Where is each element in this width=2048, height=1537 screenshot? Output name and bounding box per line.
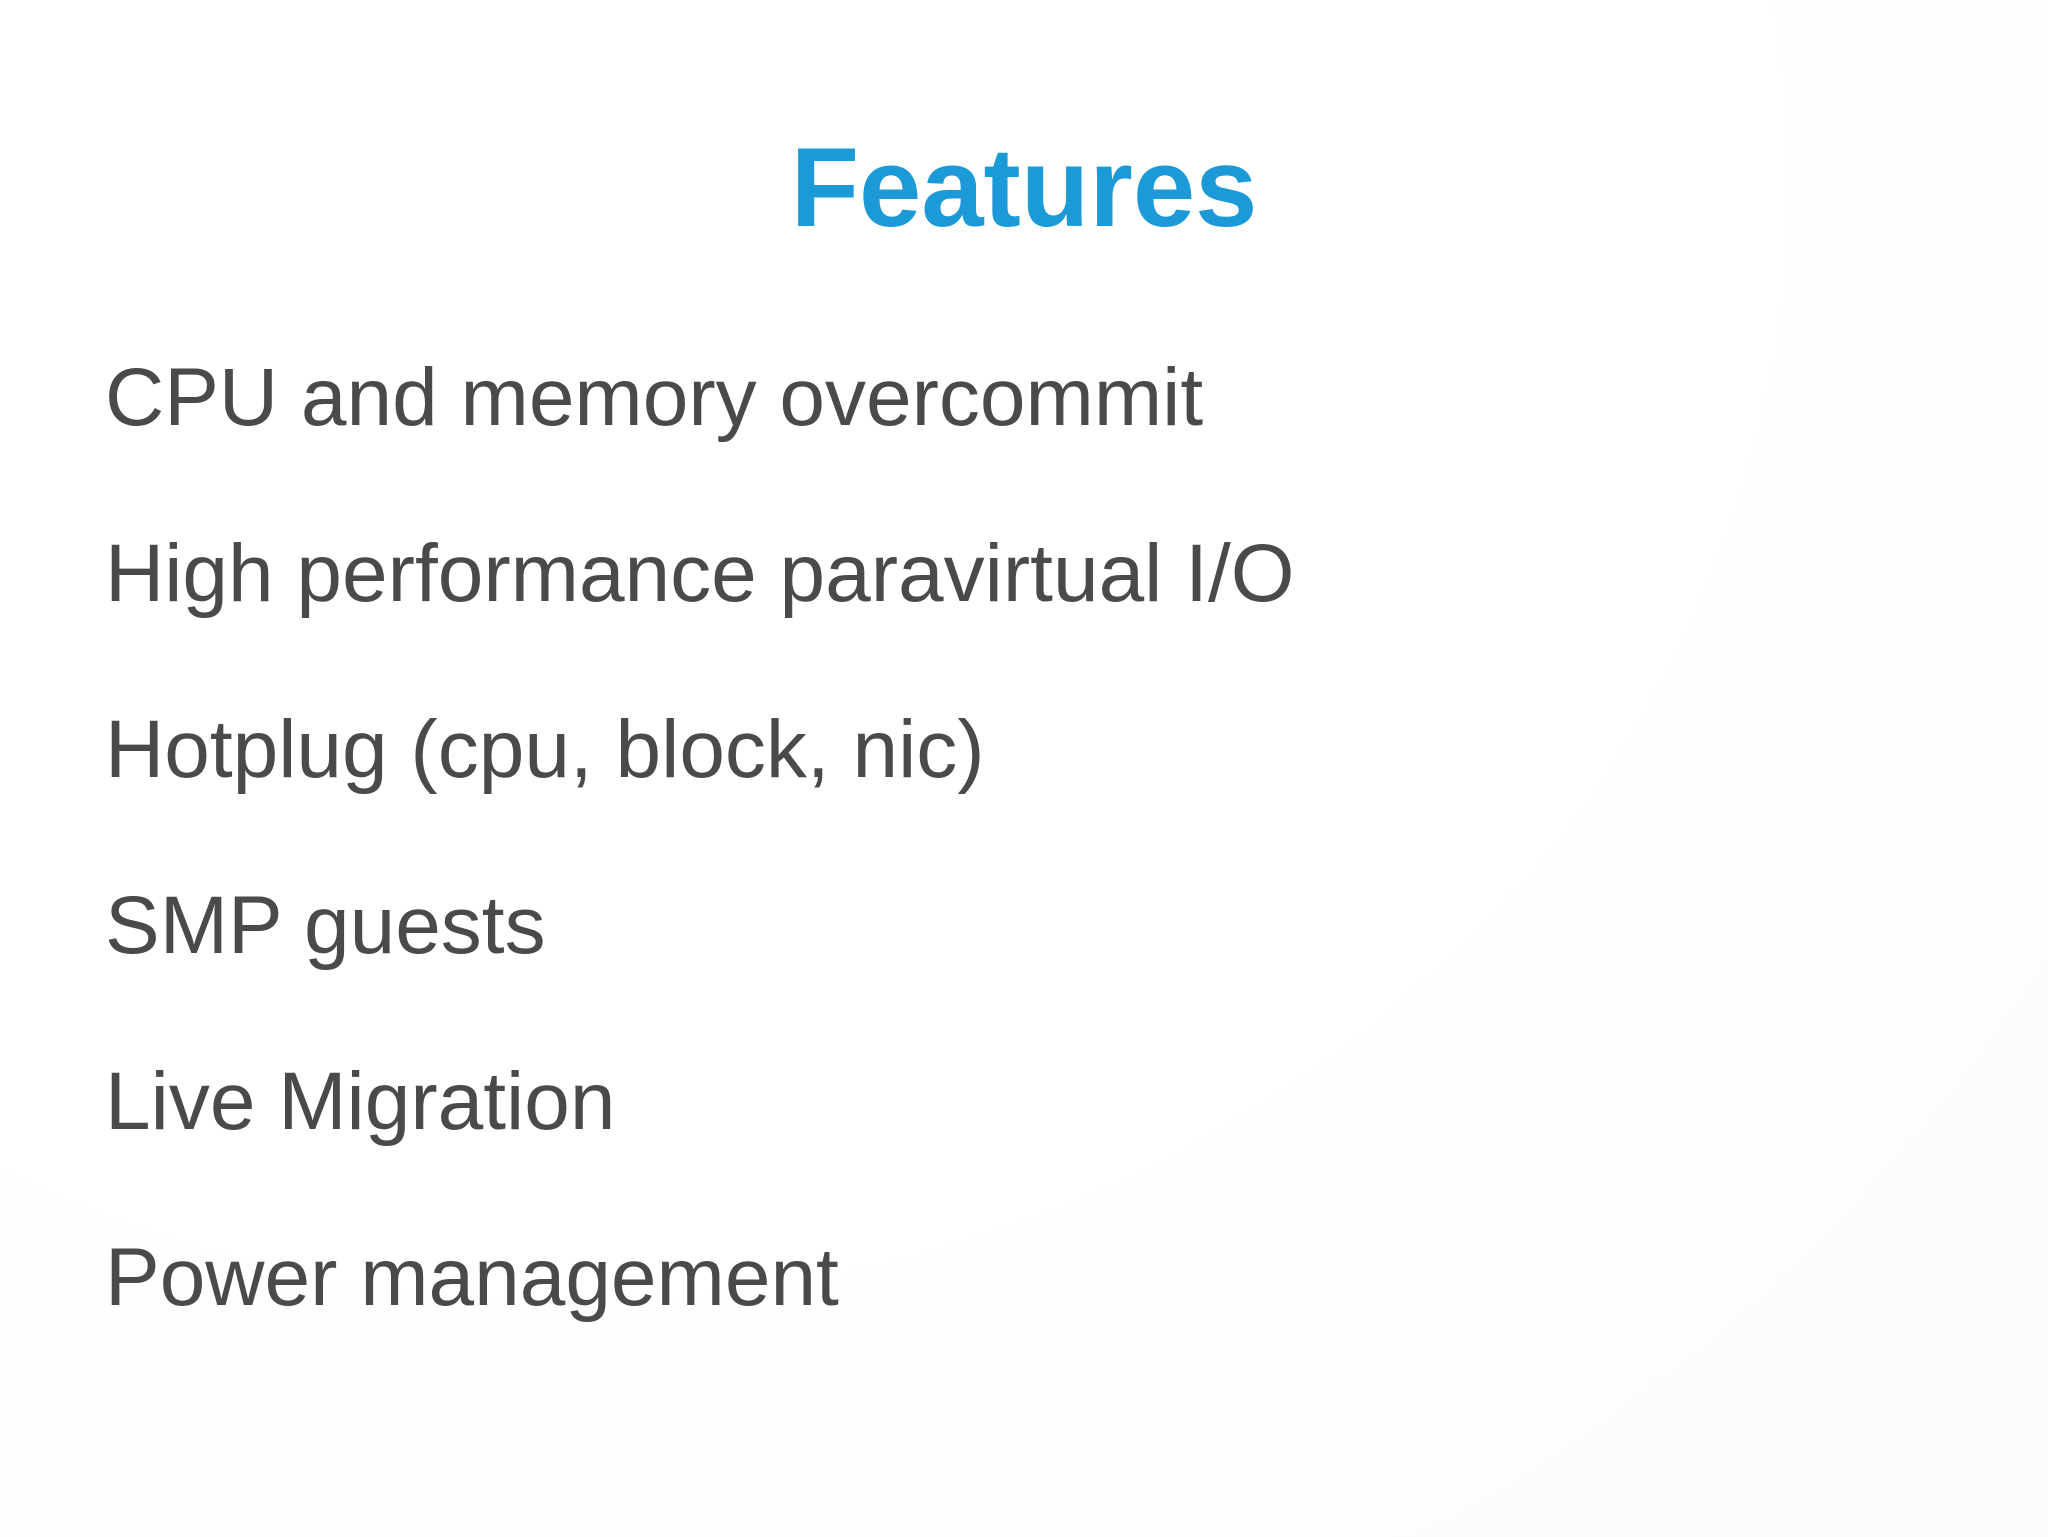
feature-item-live-migration: Live Migration — [105, 1056, 616, 1147]
feature-item-paravirtual-io: High performance paravirtual I/O — [105, 528, 1295, 619]
feature-item-hotplug: Hotplug (cpu, block, nic) — [105, 704, 985, 795]
feature-item-power-management: Power management — [105, 1232, 839, 1323]
feature-item-cpu-memory-overcommit: CPU and memory overcommit — [105, 352, 1204, 443]
feature-item-smp-guests: SMP guests — [105, 880, 546, 971]
slide-title: Features — [790, 125, 1258, 250]
feature-list: CPU and memory overcommit High performan… — [105, 310, 1988, 1366]
